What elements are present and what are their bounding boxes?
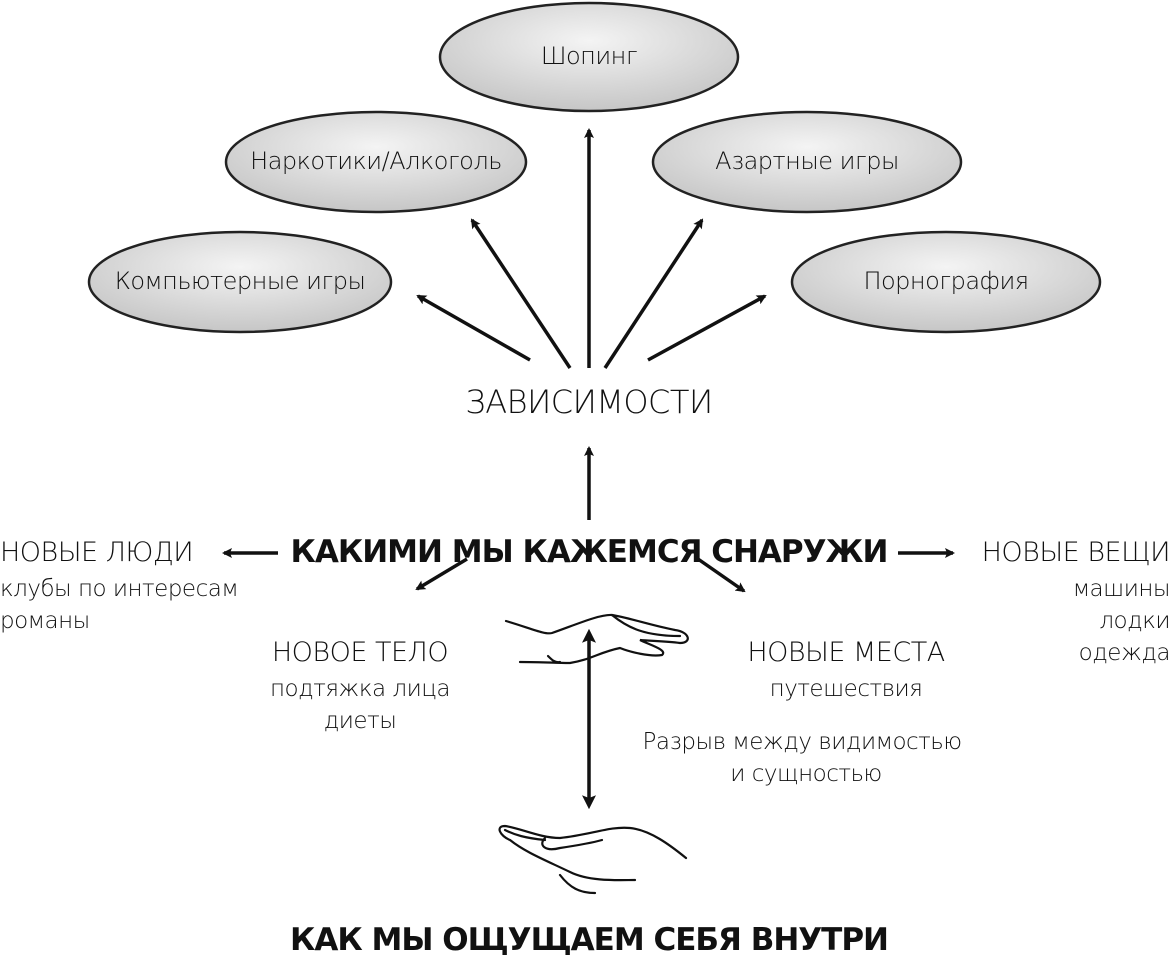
people-item: клубы по интересам xyxy=(0,576,239,602)
things-title: НОВЫЕ ВЕЩИ xyxy=(981,537,1171,568)
outside-title: КАКИМИ МЫ КАЖЕМСЯ СНАРУЖИ xyxy=(290,534,889,570)
addiction-drugs-alcohol: Наркотики/Алкоголь xyxy=(250,147,502,175)
things-item: одежда xyxy=(1078,640,1171,666)
gap-label-line: Разрыв между видимостью xyxy=(642,729,962,755)
arrow xyxy=(415,557,468,591)
arrow xyxy=(603,218,704,369)
things-item: лодки xyxy=(1099,608,1170,634)
addiction-pornography: Порнография xyxy=(863,267,1029,295)
addiction-gambling: Азартные игры xyxy=(715,147,899,175)
addiction-shopping: Шопинг xyxy=(540,42,638,70)
people-title: НОВЫЕ ЛЮДИ xyxy=(0,537,194,568)
arrow xyxy=(647,294,767,362)
body-item: диеты xyxy=(323,708,397,734)
arrow xyxy=(470,218,572,369)
arrow xyxy=(416,294,531,362)
hand-top-icon xyxy=(504,613,689,665)
ellipse-porn xyxy=(790,230,1102,334)
inside-title: КАК МЫ ОЩУЩАЕМ СЕБЯ ВНУТРИ xyxy=(290,922,889,958)
arrow xyxy=(697,557,746,593)
addiction-computer-games: Компьютерные игры xyxy=(114,267,366,295)
body-item: подтяжка лица xyxy=(270,676,450,702)
people-item: романы xyxy=(0,608,90,634)
things-item: машины xyxy=(1072,576,1171,602)
places-item: путешествия xyxy=(769,676,923,702)
body-title: НОВОЕ ТЕЛО xyxy=(271,637,449,668)
ellipse-drugs xyxy=(224,110,528,214)
places-title: НОВЫЕ МЕСТА xyxy=(747,637,945,668)
ellipse-shopping xyxy=(438,1,740,113)
ellipse-gambling xyxy=(651,110,963,214)
hand-bottom-icon xyxy=(498,824,688,895)
addictions-title: ЗАВИСИМОСТИ xyxy=(465,383,713,421)
ellipse-games xyxy=(87,230,393,334)
gap-label-line: и сущностью xyxy=(730,761,882,787)
